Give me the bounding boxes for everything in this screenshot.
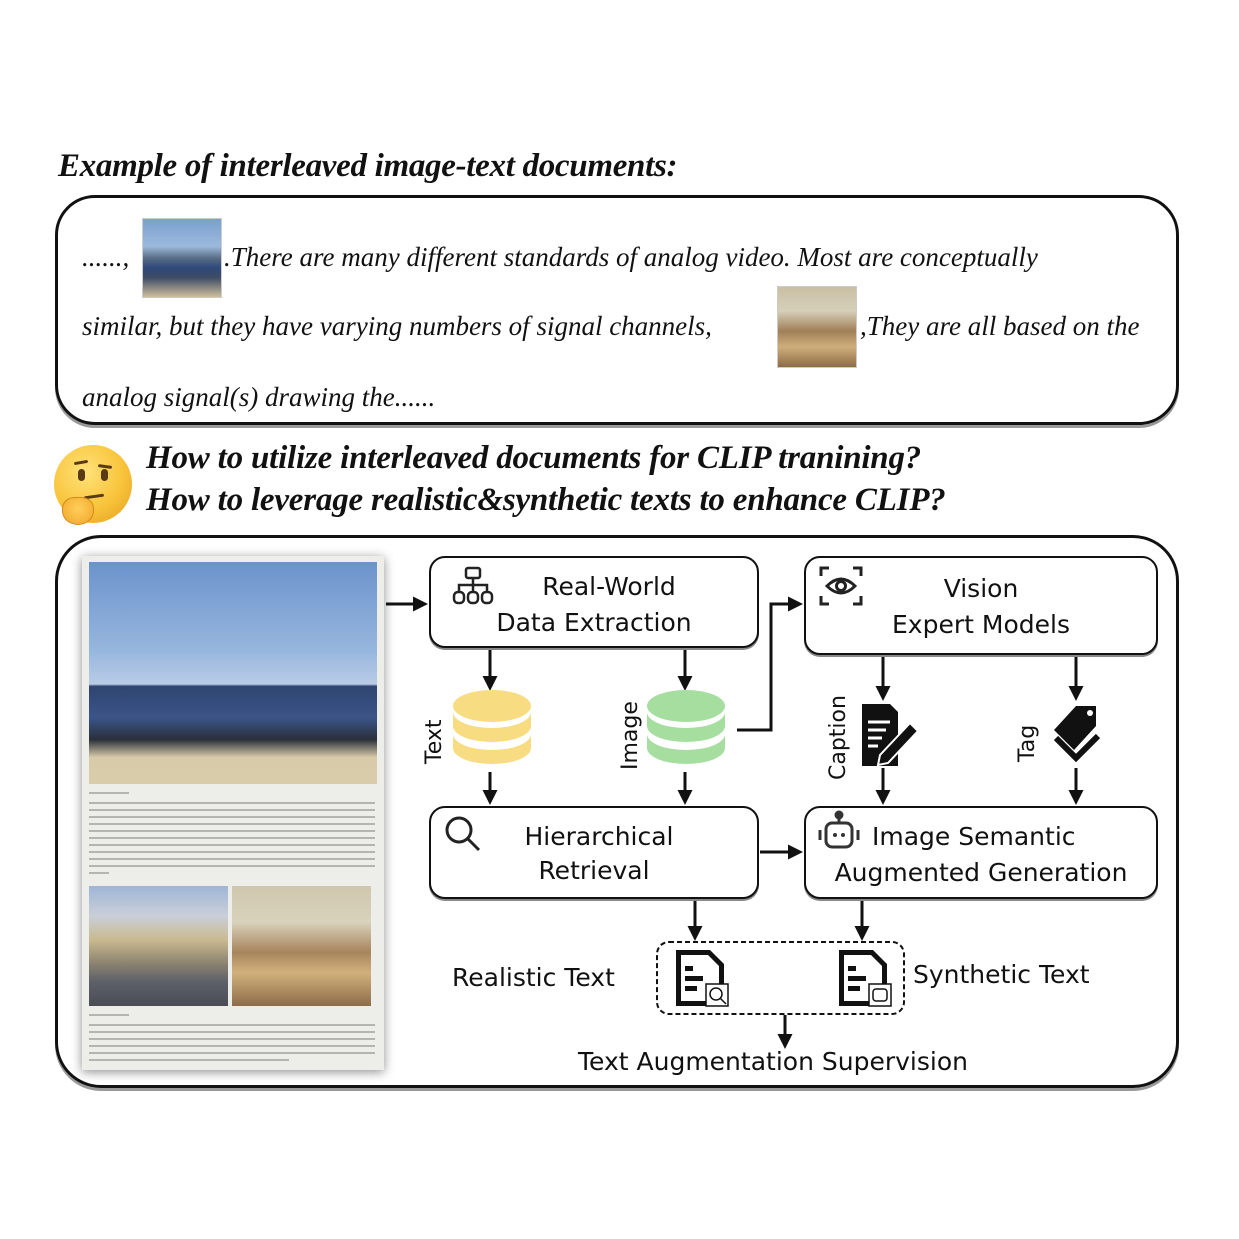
- synthetic-text-doc-icon: [839, 950, 892, 1007]
- robot-icon: [818, 810, 860, 849]
- realistic-text-label: Realistic Text: [452, 963, 615, 992]
- synthetic-text-label: Synthetic Text: [913, 960, 1090, 989]
- workers-thumbnail: [777, 286, 857, 368]
- example-line1: .There are many different standards of a…: [224, 242, 1038, 272]
- realistic-text-doc-icon: [676, 950, 729, 1007]
- text-store-label: Text: [422, 719, 447, 765]
- document-truck-photo: [89, 562, 377, 784]
- node-hierarchical-retrieval[interactable]: Hierarchical Retrieval: [429, 806, 759, 899]
- example-line1-prefix: ......,: [82, 242, 130, 272]
- node-image-semantic-augmented-generation[interactable]: Image Semantic Augmented Generation: [804, 806, 1158, 899]
- caption-label: Caption: [826, 695, 851, 780]
- truck-thumbnail: [142, 218, 222, 298]
- tag-icon: [1053, 706, 1101, 763]
- node-generation-line1: Image Semantic: [872, 822, 1076, 851]
- node-retrieval-line1: Hierarchical: [524, 822, 674, 851]
- document-edit-icon: [862, 704, 920, 767]
- arrow-image-to-vision: [737, 596, 803, 732]
- search-icon: [445, 816, 481, 852]
- example-line2-suffix: ,They are all based on the: [860, 311, 1140, 341]
- thinking-face-icon: [54, 445, 132, 525]
- pipeline-box: [55, 535, 1179, 1088]
- node-real-world-data-extraction[interactable]: Real-World Data Extraction: [429, 556, 759, 648]
- document-workers-photo: [232, 886, 371, 1006]
- image-store-label: Image: [618, 701, 643, 770]
- example-line2: similar, but they have varying numbers o…: [82, 311, 712, 341]
- document-street-photo: [89, 886, 228, 1006]
- question-2: How to leverage realistic&synthetic text…: [146, 482, 946, 518]
- text-augmentation-supervision-label: Text Augmentation Supervision: [578, 1047, 968, 1076]
- interleaved-document-preview: [82, 556, 384, 1070]
- example-document-box: ......, .There are many different standa…: [55, 195, 1179, 425]
- hierarchy-icon: [452, 566, 494, 605]
- node-retrieval-line2: Retrieval: [538, 856, 650, 885]
- figure-title: Example of interleaved image-text docume…: [58, 148, 678, 184]
- node-extraction-line1: Real-World: [542, 572, 676, 601]
- node-vision-line1: Vision: [943, 574, 1019, 603]
- eye-scan-icon: [819, 566, 863, 606]
- example-line3: analog signal(s) drawing the......: [82, 382, 436, 412]
- node-vision-expert-models[interactable]: Vision Expert Models: [804, 556, 1158, 655]
- text-outputs-group: [656, 941, 905, 1015]
- node-generation-line2: Augmented Generation: [834, 858, 1128, 887]
- node-extraction-line2: Data Extraction: [496, 608, 692, 637]
- tag-label: Tag: [1015, 724, 1040, 762]
- image-database-icon: [647, 690, 725, 764]
- question-1: How to utilize interleaved documents for…: [146, 440, 922, 476]
- text-database-icon: [453, 690, 531, 764]
- node-vision-line2: Expert Models: [892, 610, 1070, 639]
